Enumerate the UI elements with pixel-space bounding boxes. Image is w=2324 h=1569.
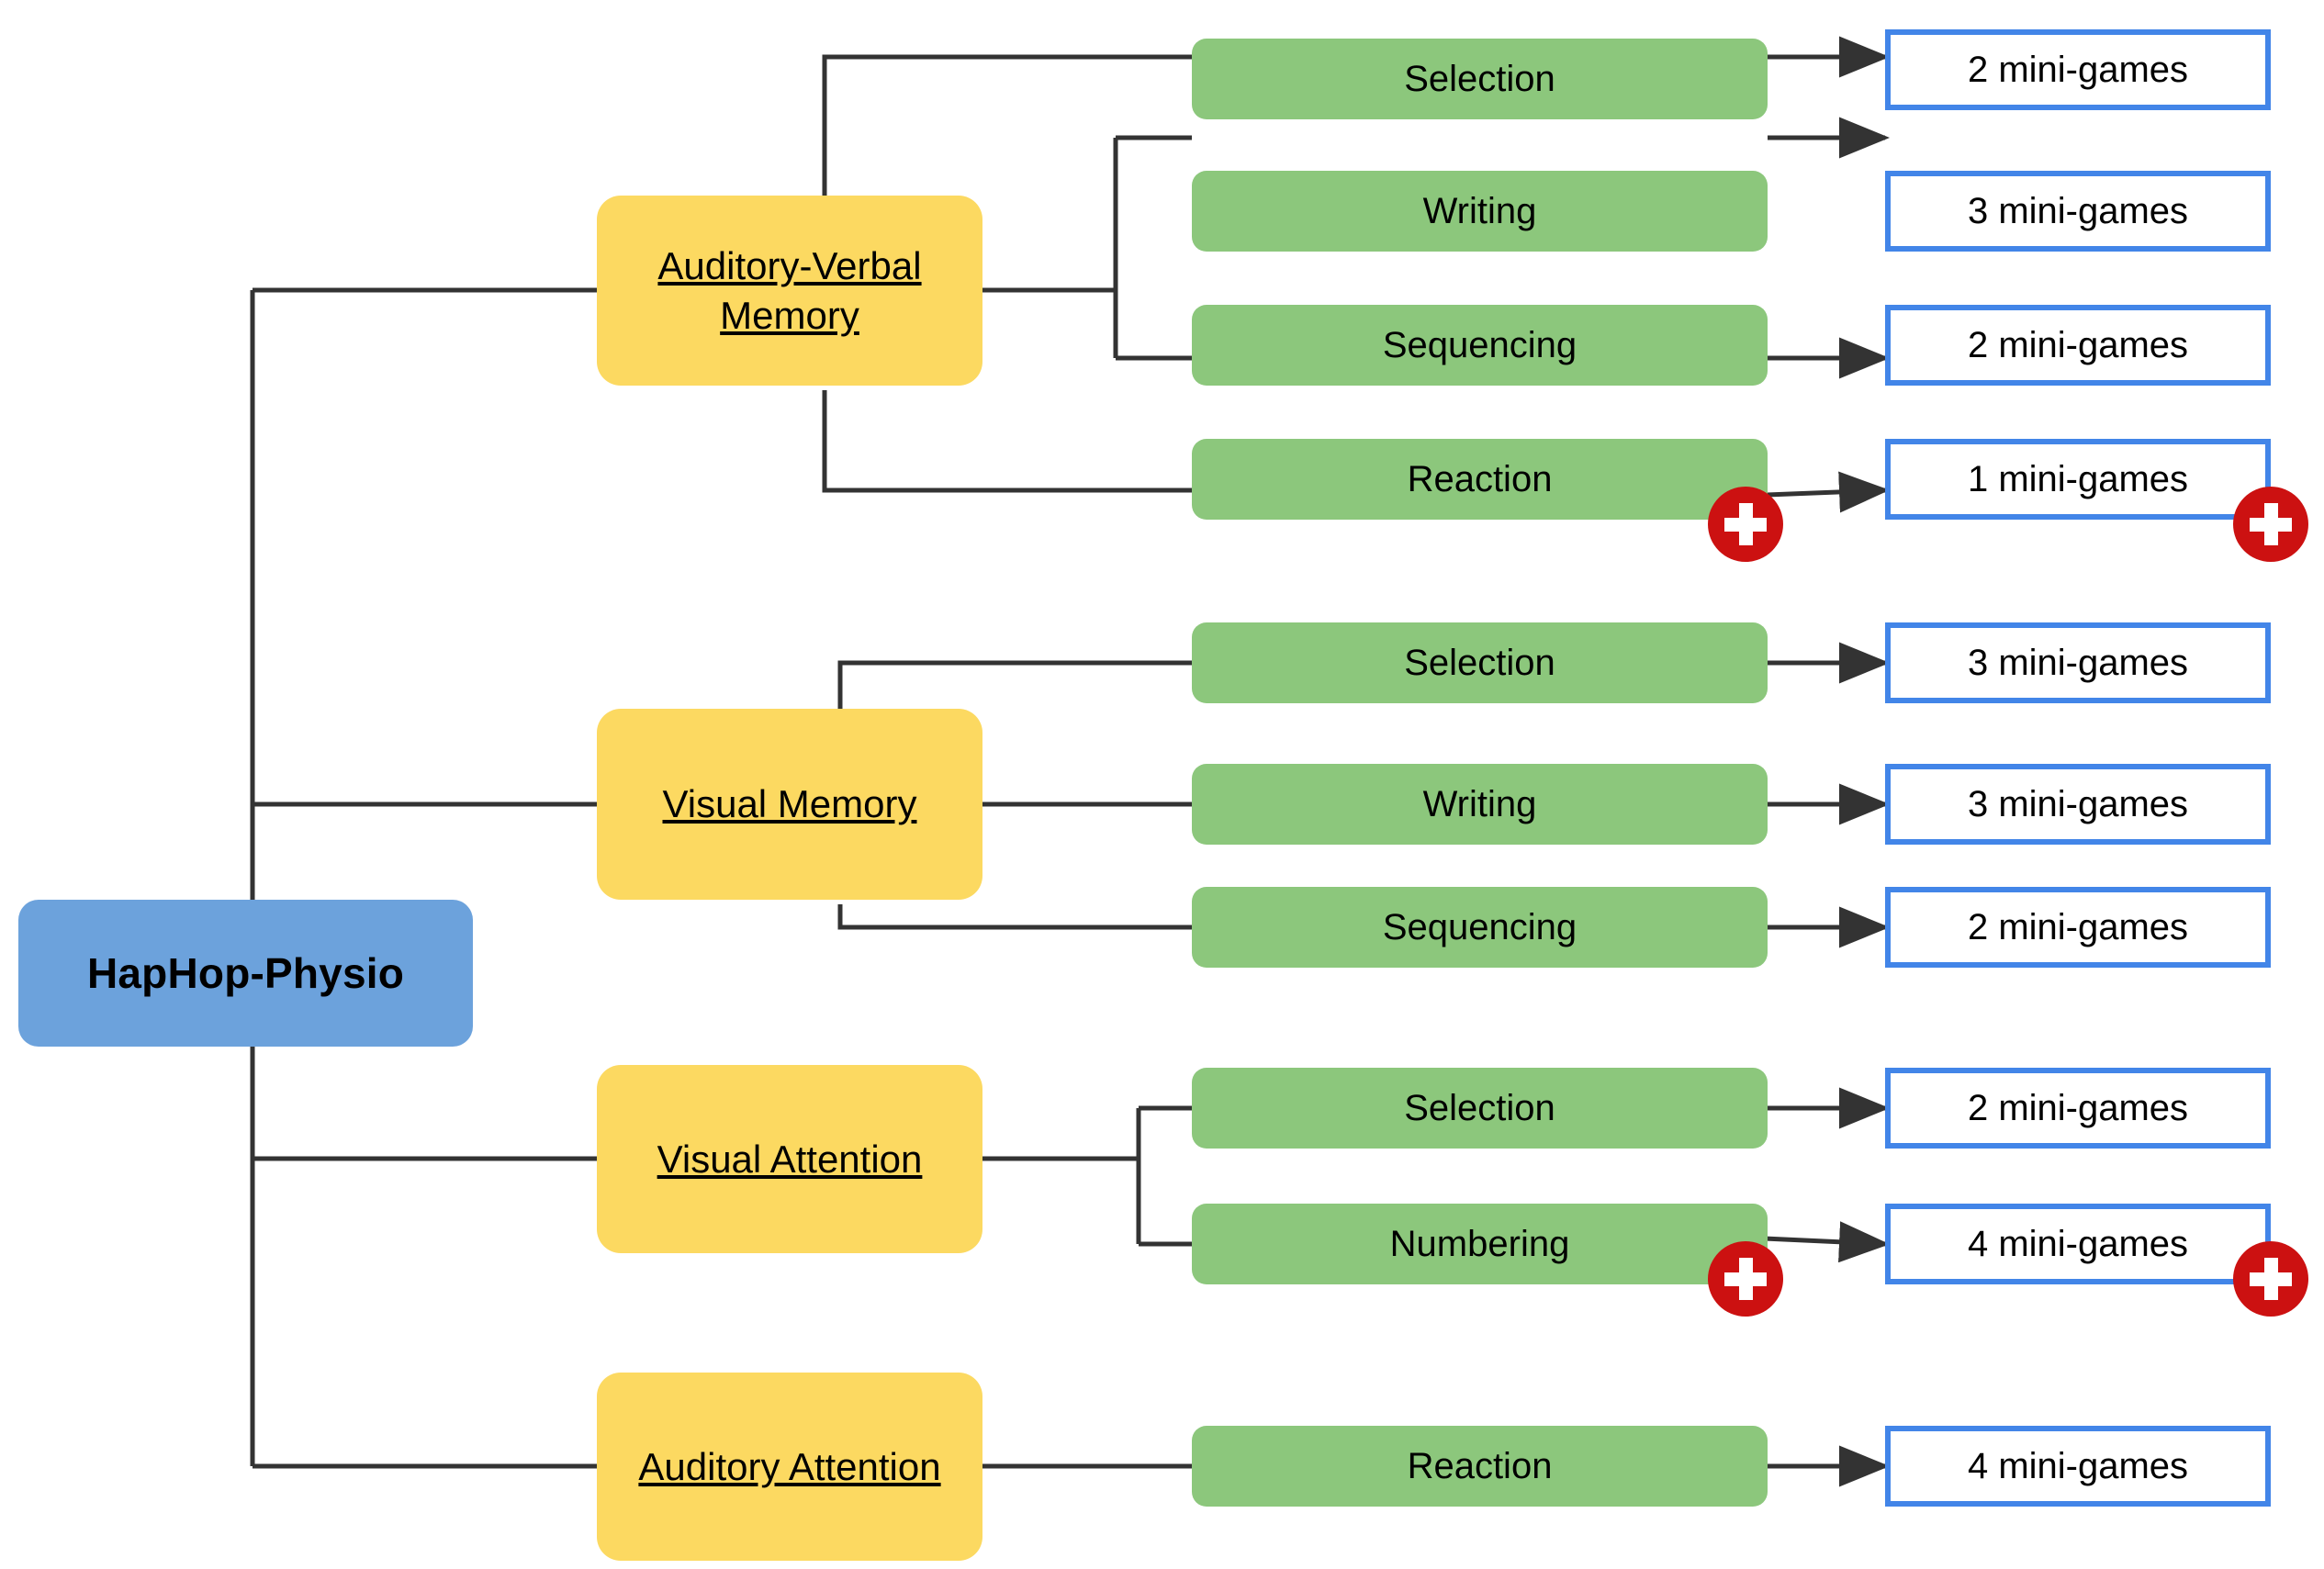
count-node-label: 3 mini-games — [1967, 190, 2189, 231]
task-node-label: Writing — [1422, 783, 1537, 824]
count-node-mini-games[interactable]: 2 mini-games — [1885, 887, 2271, 968]
count-node-label: 3 mini-games — [1967, 642, 2189, 683]
category-node-label: Visual Memory — [662, 782, 917, 826]
task-node-sequencing[interactable]: Sequencing — [1192, 305, 1768, 386]
count-node-label: 4 mini-games — [1967, 1445, 2189, 1486]
count-node-mini-games[interactable]: 3 mini-games — [1885, 764, 2271, 845]
category-label-line-1: Auditory-Verbal — [657, 243, 922, 287]
task-node-selection[interactable]: Selection — [1192, 1068, 1768, 1149]
category-node-visual-attention[interactable]: Visual Attention — [597, 1065, 982, 1253]
count-node-mini-games[interactable]: 2 mini-games — [1885, 305, 2271, 386]
category-label-line-2: Memory — [720, 293, 859, 337]
task-node-sequencing[interactable]: Sequencing — [1192, 887, 1768, 968]
count-node-label: 3 mini-games — [1967, 783, 2189, 824]
category-node-auditory-attention[interactable]: Auditory Attention — [597, 1373, 982, 1561]
task-node-label: Selection — [1404, 1087, 1555, 1128]
count-node-label: 4 mini-games — [1967, 1223, 2189, 1264]
count-node-mini-games[interactable]: 3 mini-games — [1885, 622, 2271, 703]
count-node-label: 2 mini-games — [1967, 49, 2189, 90]
count-node-label: 1 mini-games — [1967, 458, 2189, 499]
root-node-haphop-physio[interactable]: HapHop-Physio — [18, 900, 473, 1047]
count-node-label: 2 mini-games — [1967, 1087, 2189, 1128]
count-node-mini-games[interactable]: 4 mini-games — [1885, 1426, 2271, 1507]
task-node-label: Selection — [1404, 642, 1555, 683]
count-node-mini-games[interactable]: 1 mini-games — [1885, 439, 2271, 520]
task-node-writing[interactable]: Writing — [1192, 171, 1768, 252]
category-node-label: Visual Attention — [657, 1137, 923, 1181]
task-node-numbering[interactable]: Numbering — [1192, 1204, 1768, 1284]
root-node-label: HapHop-Physio — [86, 949, 405, 997]
category-node-visual-memory[interactable]: Visual Memory — [597, 709, 982, 900]
category-node-label: Auditory Attention — [638, 1444, 941, 1488]
task-node-label: Sequencing — [1382, 906, 1577, 947]
medical-cross-icon — [2233, 487, 2308, 562]
count-node-mini-games[interactable]: 4 mini-games — [1885, 1204, 2271, 1284]
count-node-mini-games[interactable]: 2 mini-games — [1885, 29, 2271, 110]
medical-cross-icon — [1708, 487, 1783, 562]
task-node-label: Reaction — [1407, 1445, 1553, 1486]
category-node-auditory-verbal-memory[interactable]: Auditory-Verbal Memory — [597, 196, 982, 386]
task-node-label: Numbering — [1389, 1223, 1570, 1264]
task-node-label: Writing — [1422, 190, 1537, 231]
count-node-mini-games[interactable]: 2 mini-games — [1885, 1068, 2271, 1149]
count-node-mini-games[interactable]: 3 mini-games — [1885, 171, 2271, 252]
medical-cross-icon — [2233, 1241, 2308, 1317]
task-node-label: Sequencing — [1382, 324, 1577, 365]
task-node-label: Selection — [1404, 58, 1555, 99]
cross-vertical-bar — [2263, 503, 2278, 545]
task-node-writing[interactable]: Writing — [1192, 764, 1768, 845]
count-node-label: 2 mini-games — [1967, 906, 2189, 947]
task-node-selection[interactable]: Selection — [1192, 39, 1768, 119]
medical-cross-icon — [1708, 1241, 1783, 1317]
cross-vertical-bar — [1738, 1258, 1753, 1300]
task-node-reaction[interactable]: Reaction — [1192, 439, 1768, 520]
cross-vertical-bar — [2263, 1258, 2278, 1300]
task-node-reaction[interactable]: Reaction — [1192, 1426, 1768, 1507]
task-node-selection[interactable]: Selection — [1192, 622, 1768, 703]
category-node-label: Auditory-Verbal Memory — [657, 241, 921, 341]
count-node-label: 2 mini-games — [1967, 324, 2189, 365]
task-node-label: Reaction — [1407, 458, 1553, 499]
cross-vertical-bar — [1738, 503, 1753, 545]
